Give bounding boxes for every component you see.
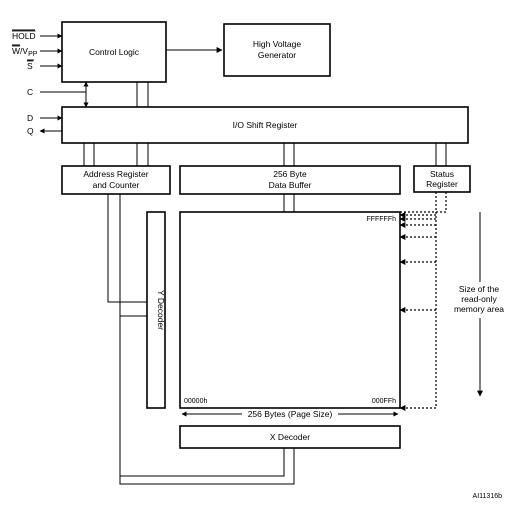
status-register-block bbox=[413, 165, 471, 193]
addr-label-2: and Counter bbox=[93, 180, 140, 190]
page-size-label: 256 Bytes (Page Size) bbox=[248, 409, 333, 419]
pin-q: Q bbox=[27, 126, 62, 136]
high-voltage-generator-block bbox=[223, 23, 331, 77]
addr-to-xdec-wire-inner bbox=[119, 316, 285, 477]
data-buffer-block bbox=[179, 165, 401, 195]
figure-id: AI11316b bbox=[473, 493, 503, 500]
memory-bottom-left-address: 00000h bbox=[184, 398, 207, 405]
y-decoder-block bbox=[146, 211, 166, 409]
status-label-2: Register bbox=[426, 179, 458, 189]
status-label-1: Status bbox=[430, 169, 454, 179]
memory-array-block bbox=[179, 211, 401, 409]
x-decoder-label: X Decoder bbox=[270, 432, 310, 442]
hv-gen-label-2: Generator bbox=[258, 50, 296, 60]
x-decoder-block bbox=[179, 425, 401, 449]
io-shift-register-block bbox=[61, 106, 469, 144]
svg-text:Q: Q bbox=[27, 126, 34, 136]
control-logic-block bbox=[61, 21, 167, 83]
memory-bottom-right-address: 000FFh bbox=[372, 398, 396, 405]
pin-w-vpp: W/VPP bbox=[12, 44, 63, 58]
svg-text:W/VPP: W/VPP bbox=[12, 46, 38, 58]
svg-text:C: C bbox=[27, 87, 33, 97]
buffer-label-2: Data Buffer bbox=[269, 180, 312, 190]
pin-c: C bbox=[27, 87, 86, 97]
annotation-backdrop bbox=[448, 282, 510, 318]
buffer-label-1: 256 Byte bbox=[273, 169, 307, 179]
svg-text:HOLD: HOLD bbox=[12, 31, 36, 41]
annotation-line-2: read-only bbox=[461, 294, 497, 304]
status-to-memory-dotted bbox=[399, 192, 447, 411]
io-shift-label: I/O Shift Register bbox=[233, 120, 298, 130]
svg-text:S: S bbox=[27, 61, 33, 71]
pin-hold: HOLD bbox=[12, 29, 63, 41]
memory-top-right-address: FFFFFFh bbox=[366, 216, 396, 223]
address-register-block bbox=[61, 165, 171, 195]
annotation-line-3: memory area bbox=[454, 304, 504, 314]
annotation-line-1: Size of the bbox=[459, 284, 499, 294]
pin-d: D bbox=[27, 113, 63, 123]
svg-text:D: D bbox=[27, 113, 33, 123]
pin-s: S bbox=[27, 59, 63, 71]
addr-to-ydec-wire bbox=[107, 194, 147, 303]
hv-gen-label-1: High Voltage bbox=[253, 39, 301, 49]
control-logic-label: Control Logic bbox=[89, 47, 140, 57]
addr-label-1: Address Register bbox=[83, 169, 148, 179]
y-decoder-label: Y Decoder bbox=[156, 290, 166, 330]
